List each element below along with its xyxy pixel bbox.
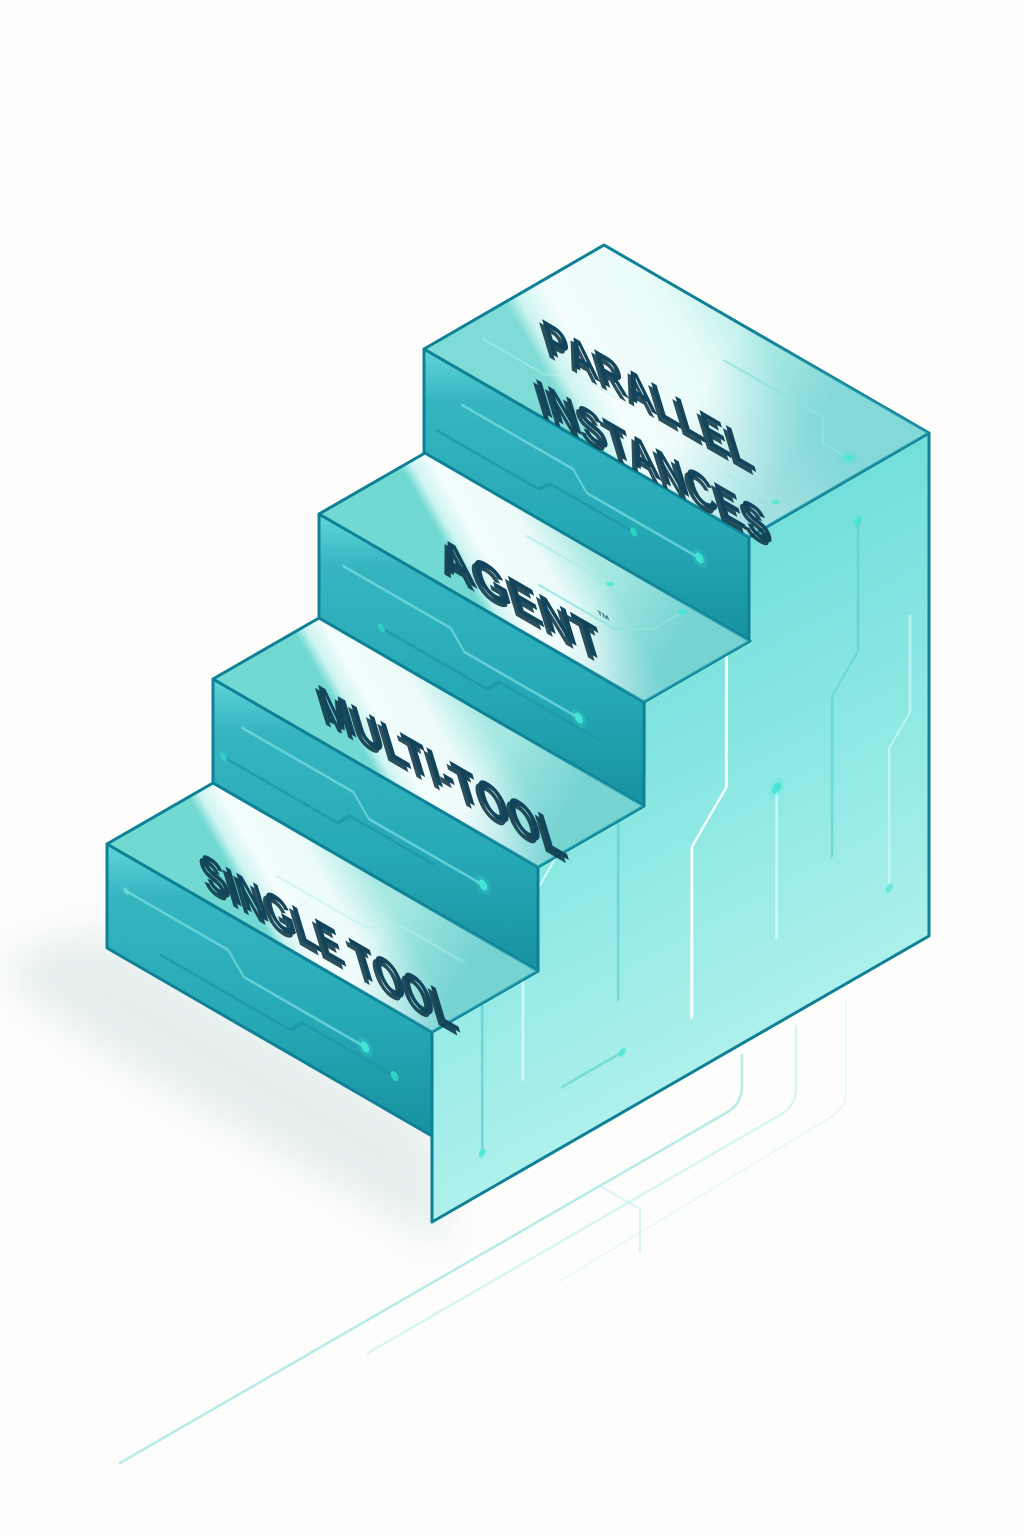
step-1-tread-shading — [107, 783, 538, 1032]
step-2-tread-shading — [213, 618, 644, 867]
step-3-tread-shading — [319, 453, 750, 702]
riser-circuits — [123, 403, 708, 1082]
tread-3-circuits — [525, 535, 688, 630]
step-4-top-face-shading — [424, 245, 929, 537]
floor-shadow — [10, 930, 448, 1248]
floor-circuit-echo — [118, 999, 847, 1465]
top-face-circuits — [481, 338, 860, 505]
tread-1-circuits — [275, 875, 467, 964]
